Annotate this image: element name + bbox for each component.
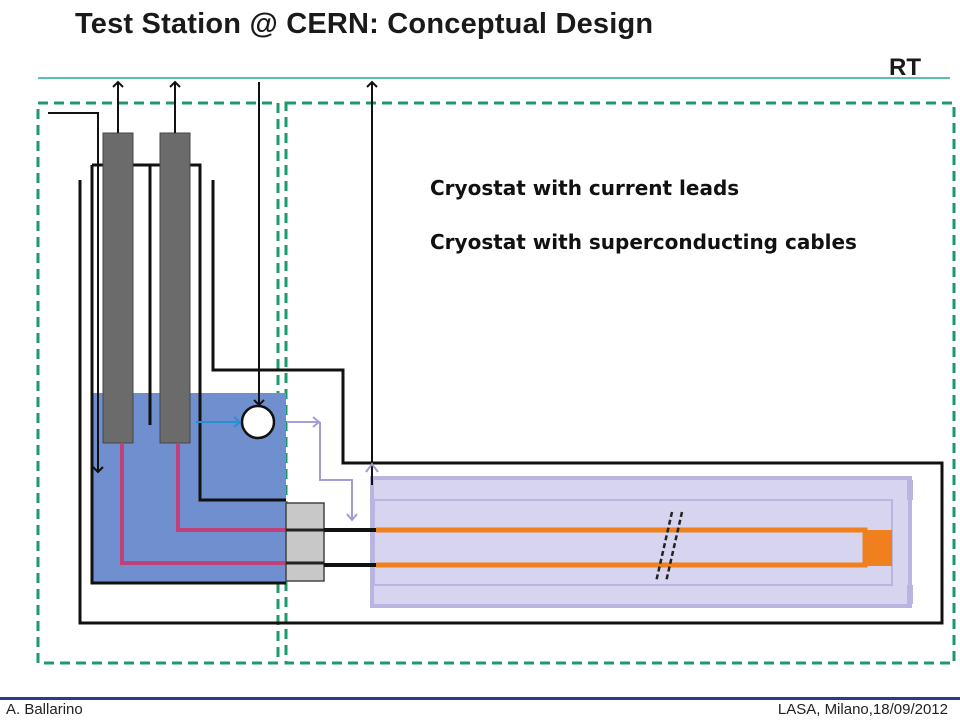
label-superconducting-cables-cryostat: Cryostat with superconducting cables: [430, 230, 857, 254]
dashed-box-superconducting-cables: [284, 101, 956, 665]
cable-cryostat-inner: [373, 499, 893, 586]
connection-lead-right: [176, 443, 288, 532]
footer-author: A. Ballarino: [6, 701, 83, 718]
fill-line-arrow: [48, 112, 104, 474]
inner-vessel-wall: [90, 163, 286, 585]
circulation-pump: [240, 404, 276, 440]
connection-lead-left: [120, 443, 288, 565]
cable-termination: [865, 530, 892, 566]
current-lead-right: [159, 132, 191, 444]
dashed-box-current-leads: [36, 101, 280, 665]
gas-arrow-down: [319, 422, 358, 522]
label-current-leads-cryostat: Cryostat with current leads: [430, 176, 740, 200]
feedthrough-block: [285, 502, 325, 582]
break-symbol-right: [664, 511, 684, 583]
slide-title: Test Station @ CERN: Conceptual Design: [75, 8, 654, 40]
footer-divider: [0, 697, 960, 700]
current-lead-left: [102, 132, 134, 444]
footer-event: LASA, Milano,18/09/2012: [777, 701, 948, 718]
break-symbol-left: [654, 511, 674, 583]
rt-label: RT: [889, 54, 921, 81]
outer-cryostat-wall: [78, 180, 944, 625]
cryostat-exhaust-arrowhead-lower: [365, 462, 379, 473]
